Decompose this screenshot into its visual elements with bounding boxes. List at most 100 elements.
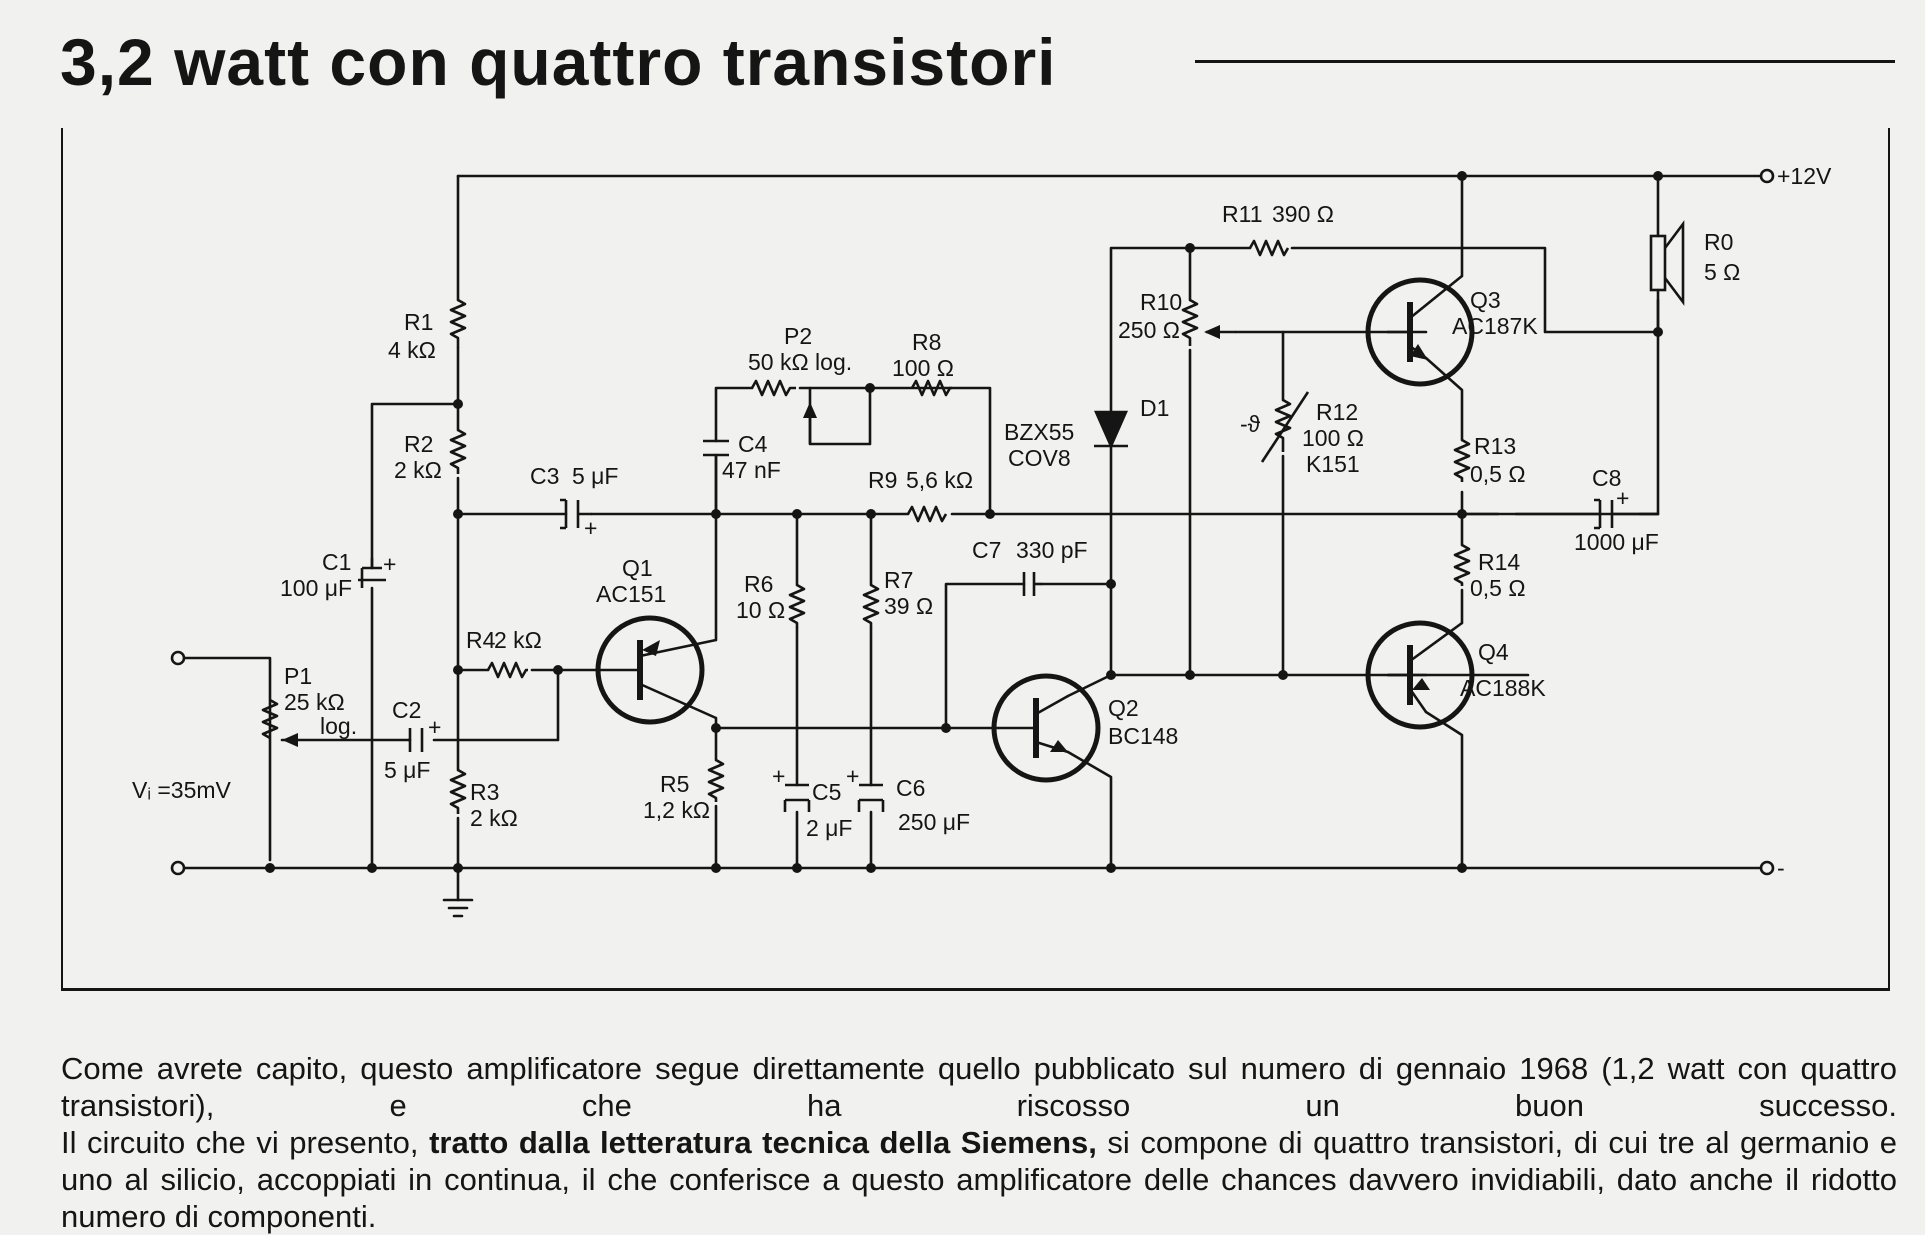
- input-terminal-bottom: [170, 860, 186, 876]
- r10-value: 250 Ω: [1118, 317, 1180, 343]
- r12-resistor: [1274, 398, 1292, 452]
- body-paragraph-2-start: Il circuito che vi presento,: [61, 1125, 430, 1160]
- r7-name: R7: [884, 567, 913, 593]
- junction-dot: [711, 863, 721, 873]
- c4-capacitor: [703, 439, 729, 457]
- q2-type: BC148: [1108, 723, 1178, 749]
- junction-dot: [1106, 863, 1116, 873]
- c1-name: C1: [322, 549, 351, 575]
- supply-label: +12V: [1777, 163, 1832, 189]
- junction-dot: [453, 665, 463, 675]
- input-label: Vᵢ =35mV: [132, 777, 232, 803]
- p2-name: P2: [784, 323, 812, 349]
- r10-resistor: [1181, 298, 1199, 346]
- junction-dot: [792, 509, 802, 519]
- p1-potentiometer: [261, 698, 279, 740]
- q1-emitter-arrow: [642, 640, 660, 656]
- c5-capacitor: [783, 783, 811, 812]
- r2-name: R2: [404, 431, 433, 457]
- r11-resistor: [1248, 239, 1290, 257]
- body-paragraph-2-end: si compone di quattro transistori, di cu…: [61, 1125, 1897, 1234]
- schematic-frame: [61, 128, 1890, 991]
- q2-transistor: [991, 673, 1101, 783]
- junction-dot: [453, 863, 463, 873]
- body-paragraph-1: Come avrete capito, questo amplificatore…: [61, 1051, 1897, 1123]
- supply-terminal: [1759, 168, 1775, 184]
- q3-emitter-arrow: [1410, 344, 1428, 360]
- junction-dot: [1278, 670, 1288, 680]
- r13-resistor: [1453, 438, 1471, 482]
- junction-dot: [1457, 863, 1467, 873]
- p1-wiper-arrowhead: [282, 733, 298, 747]
- ground-terminal: [1759, 860, 1775, 876]
- q1-name: Q1: [622, 555, 653, 581]
- d1-type: BZX55: [1004, 419, 1074, 445]
- c8-plus: +: [1616, 485, 1629, 511]
- r7-value: 39 Ω: [884, 593, 933, 619]
- junction-dot: [866, 509, 876, 519]
- q4-leads: [1388, 621, 1463, 713]
- c6-capacitor: [857, 783, 885, 812]
- r8-name: R8: [912, 329, 941, 355]
- r3-value: 2 kΩ: [470, 805, 518, 831]
- c4-value: 47 nF: [722, 457, 781, 483]
- d1-name: D1: [1140, 395, 1169, 421]
- r3-resistor: [449, 768, 467, 814]
- junction-dot: [941, 723, 951, 733]
- r10-wiper-arrowhead: [1204, 325, 1220, 339]
- junction-dot: [985, 509, 995, 519]
- c8-value: 1000 μF: [1574, 529, 1659, 555]
- c5-name: C5: [812, 779, 841, 805]
- r9-name: R9: [868, 467, 897, 493]
- r8-value: 100 Ω: [892, 355, 954, 381]
- c3-value: 5 μF: [572, 463, 618, 489]
- q3-name: Q3: [1470, 287, 1501, 313]
- input-terminal-top: [170, 650, 186, 666]
- r2-resistor: [449, 428, 467, 474]
- q2-emitter-arrow: [1050, 740, 1068, 752]
- r5-resistor: [707, 758, 725, 802]
- r14-name: R14: [1478, 549, 1520, 575]
- junction-dot: [265, 863, 275, 873]
- c1-value: 100 μF: [280, 575, 352, 601]
- r4-value: 2 kΩ: [494, 627, 542, 653]
- q4-wire: [1424, 710, 1464, 870]
- junction-dot: [1185, 243, 1195, 253]
- c7-value: 330 pF: [1016, 537, 1088, 563]
- c1-wire: [370, 402, 460, 870]
- r12-value: 100 Ω: [1302, 425, 1364, 451]
- c2-plus: +: [428, 714, 441, 740]
- junction-dot: [553, 665, 563, 675]
- feedback-wire: [456, 298, 1660, 516]
- r13-name: R13: [1474, 433, 1516, 459]
- c7-capacitor: [1022, 572, 1036, 596]
- junction-dot: [1653, 327, 1663, 337]
- junction-dot: [453, 509, 463, 519]
- speaker-cone: [1663, 220, 1685, 306]
- r5-value: 1,2 kΩ: [643, 797, 710, 823]
- c6-plus: +: [846, 763, 859, 789]
- r14-resistor: [1453, 543, 1471, 586]
- p1-name: P1: [284, 663, 312, 689]
- q1-transistor: [595, 615, 705, 725]
- p2-wiper-wire: [808, 386, 872, 446]
- d1-variant: COV8: [1008, 445, 1071, 471]
- c1-plus: +: [383, 551, 396, 577]
- speaker-body: [1649, 234, 1667, 292]
- d1-diode: [1094, 410, 1128, 450]
- r12-name: R12: [1316, 399, 1358, 425]
- c7-name: C7: [972, 537, 1001, 563]
- c4-name: C4: [738, 431, 768, 457]
- q3-transistor: [1365, 277, 1475, 387]
- r13-value: 0,5 Ω: [1470, 461, 1526, 487]
- c2-capacitor: [408, 728, 424, 752]
- c3-name: C3: [530, 463, 559, 489]
- p2-wiper-arrowhead: [803, 402, 817, 418]
- junction-dot: [865, 383, 875, 393]
- r2-value: 2 kΩ: [394, 457, 442, 483]
- c2-name: C2: [392, 697, 421, 723]
- r5-name: R5: [660, 771, 689, 797]
- q3-wire: [1386, 174, 1464, 677]
- junction-dot: [1106, 579, 1116, 589]
- c2-wire: [432, 668, 560, 742]
